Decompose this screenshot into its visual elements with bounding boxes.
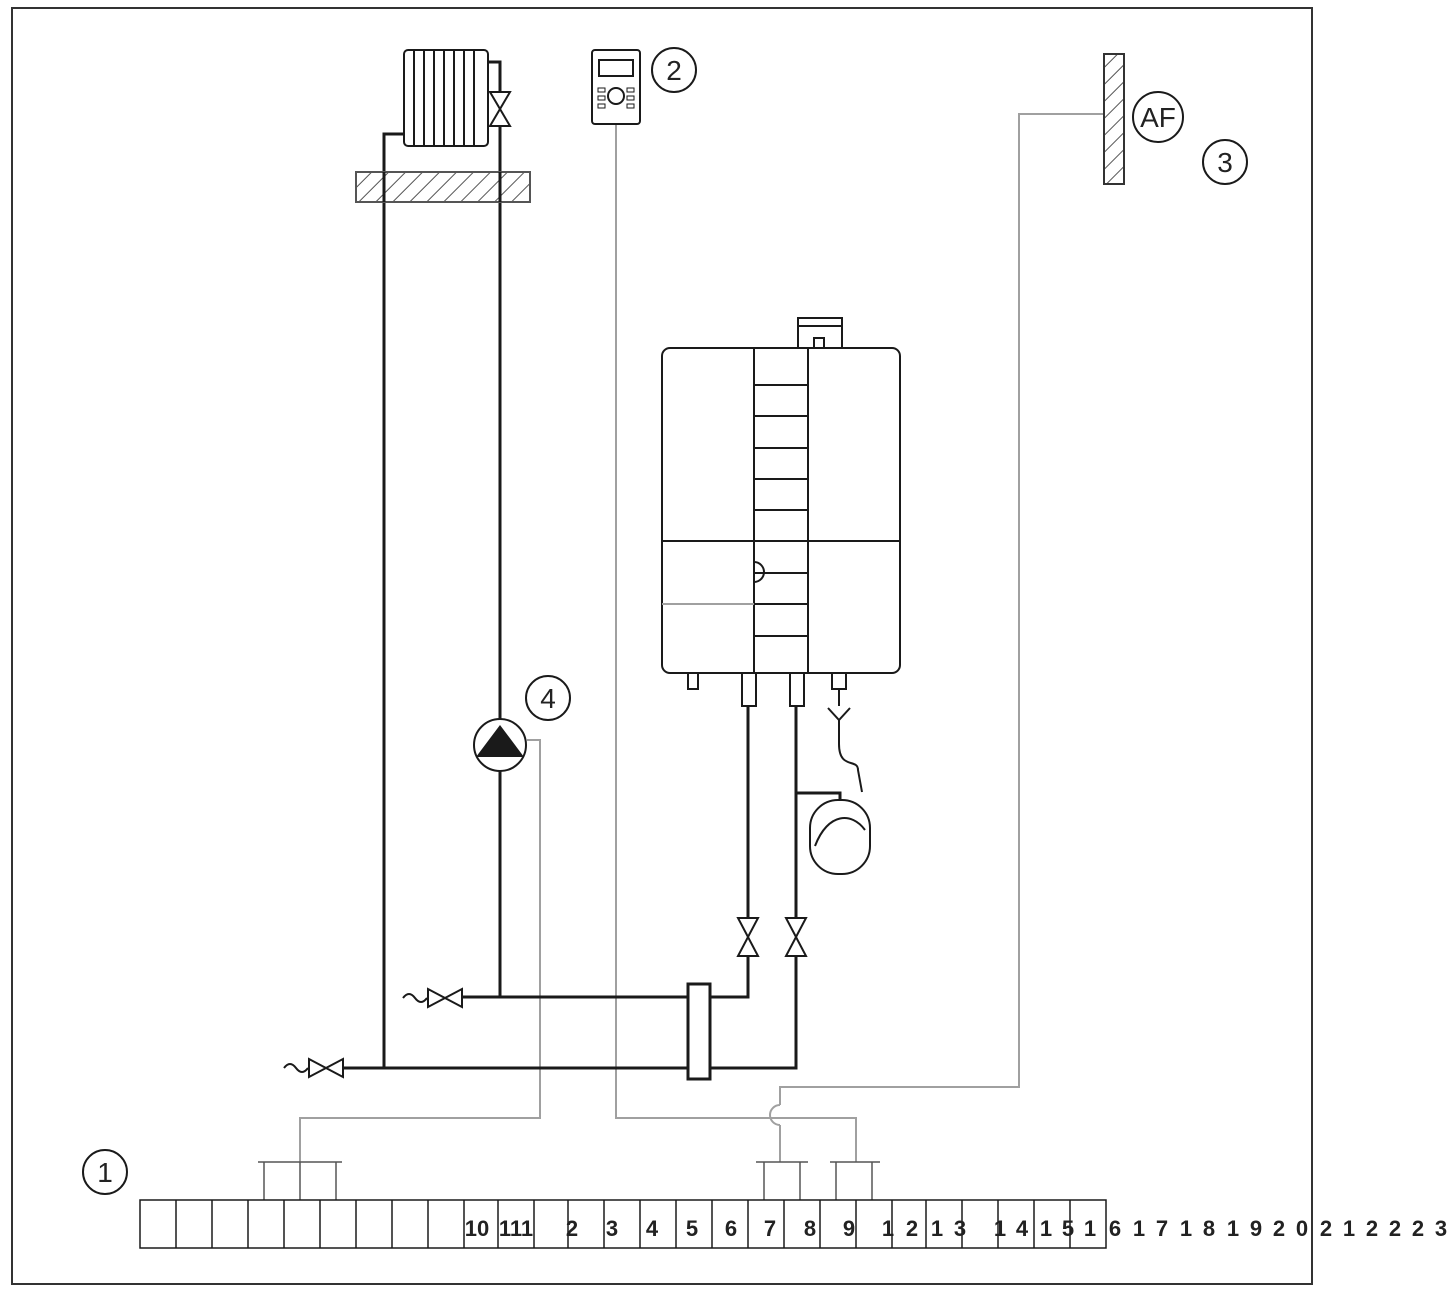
terminal-number: 111 bbox=[499, 1216, 533, 1241]
terminal-number: 10 bbox=[465, 1216, 489, 1241]
callout-label: 2 bbox=[666, 55, 682, 86]
callout-3: 3 bbox=[1202, 139, 1248, 185]
terminal-number: 1 bbox=[1180, 1216, 1192, 1241]
terminal-number: 9 bbox=[1250, 1216, 1262, 1241]
callout-4: 4 bbox=[525, 675, 571, 721]
terminal-number: 1 bbox=[1343, 1216, 1355, 1241]
radiator-icon bbox=[403, 49, 489, 147]
wiring bbox=[299, 113, 1103, 1162]
terminal-number: 9 bbox=[843, 1216, 855, 1241]
pump-icon bbox=[473, 718, 527, 772]
terminal-number: 2 bbox=[1366, 1216, 1378, 1241]
terminal-number: 7 bbox=[764, 1216, 776, 1241]
terminal-number: 2 bbox=[1320, 1216, 1332, 1241]
callout-label: 4 bbox=[540, 683, 556, 714]
callout-2: 2 bbox=[651, 47, 697, 93]
terminal-number: 1 bbox=[1084, 1216, 1096, 1241]
terminal-number: 7 bbox=[1156, 1216, 1168, 1241]
drain-valve-icon bbox=[283, 1057, 344, 1079]
valve-icon bbox=[488, 91, 512, 127]
terminal-number: 8 bbox=[1203, 1216, 1215, 1241]
terminal-numbers: 10 111 2 3 4 5 6 7 8 9 1 2 1 3 1 4 1 5 1… bbox=[465, 1216, 1447, 1241]
terminal-number: 1 bbox=[1040, 1216, 1052, 1241]
terminal-number: 1 bbox=[994, 1216, 1006, 1241]
floor-slab bbox=[355, 171, 531, 203]
outdoor-sensor-icon: AF bbox=[1132, 91, 1184, 143]
terminal-number: 2 bbox=[1273, 1216, 1285, 1241]
terminal-number: 6 bbox=[725, 1216, 737, 1241]
terminal-number: 1 bbox=[882, 1216, 894, 1241]
terminal-number: 2 bbox=[906, 1216, 918, 1241]
terminal-number: 3 bbox=[606, 1216, 618, 1241]
terminal-number: 8 bbox=[804, 1216, 816, 1241]
valve-icon bbox=[736, 917, 808, 957]
drain-valve-icon bbox=[402, 987, 463, 1009]
terminal-number: 5 bbox=[1062, 1216, 1074, 1241]
terminal-connectors bbox=[258, 1161, 880, 1200]
terminal-number: 4 bbox=[646, 1216, 659, 1241]
sensor-label: AF bbox=[1140, 102, 1176, 133]
terminal-number: 3 bbox=[1435, 1216, 1447, 1241]
terminal-number: 5 bbox=[686, 1216, 698, 1241]
terminal-number: 3 bbox=[954, 1216, 966, 1241]
controller-icon bbox=[591, 49, 641, 125]
discharge-funnel bbox=[827, 689, 863, 793]
terminal-number: 2 bbox=[1412, 1216, 1424, 1241]
piping bbox=[343, 60, 842, 1070]
terminal-number: 1 bbox=[1133, 1216, 1145, 1241]
diagram-frame bbox=[11, 7, 1313, 1285]
terminal-number: 1 bbox=[1227, 1216, 1239, 1241]
terminal-number: 1 bbox=[931, 1216, 943, 1241]
hydraulic-separator-icon bbox=[686, 982, 712, 1081]
boiler-icon bbox=[661, 317, 901, 707]
terminal-number: 2 bbox=[566, 1216, 578, 1241]
terminal-number: 6 bbox=[1109, 1216, 1121, 1241]
terminal-number: 4 bbox=[1016, 1216, 1029, 1241]
terminal-strip-icon bbox=[139, 1199, 1107, 1249]
expansion-vessel-icon bbox=[809, 799, 871, 875]
terminal-number: 2 bbox=[1389, 1216, 1401, 1241]
terminal-number: 0 bbox=[1296, 1216, 1308, 1241]
callout-1: 1 bbox=[82, 1149, 128, 1195]
callout-label: 3 bbox=[1217, 147, 1233, 178]
outdoor-wall bbox=[1103, 53, 1125, 185]
callout-label: 1 bbox=[97, 1157, 113, 1188]
